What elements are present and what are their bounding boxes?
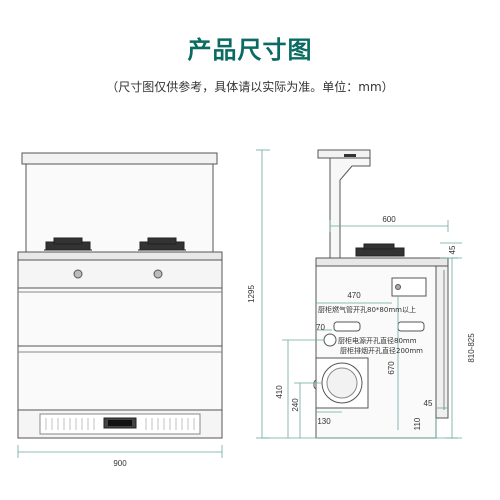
page-subtitle: （尺寸图仅供参考，具体请以实际为准。单位：mm） [106, 80, 394, 94]
smoke-hole-note: 厨柜排烟开孔直径200mm [340, 346, 423, 355]
power-socket-left [333, 321, 361, 332]
power-offset-label: 70 [316, 323, 325, 332]
range-label: 810-825 [467, 333, 476, 363]
gas-box [391, 277, 427, 297]
side-view [313, 149, 449, 439]
front-width-label: 900 [113, 459, 127, 468]
left-knob [73, 269, 83, 279]
bottom-45-label: 45 [424, 399, 433, 408]
height-410-label: 410 [275, 385, 284, 399]
depth-label: 600 [382, 215, 396, 224]
top-offset-label: 45 [448, 245, 457, 254]
left-burner [44, 237, 92, 251]
gas-hole-note: 厨柜燃气管开孔80*80mm以上 [318, 305, 416, 314]
backsplash-panel [25, 163, 214, 253]
width-130-label: 130 [317, 417, 331, 426]
side-burner [355, 243, 405, 257]
backsplash-top-bar [21, 152, 218, 165]
side-dimension-lines [262, 220, 462, 439]
power-hole-note: 厨柜电源开孔直径80mm [338, 336, 417, 345]
front-width-dimension [17, 445, 223, 458]
upper-drawer [17, 287, 223, 347]
right-knob [153, 269, 163, 279]
height-670-label: 670 [387, 361, 396, 375]
hob-top-edge [17, 251, 223, 261]
control-panel [17, 259, 223, 289]
side-front-panel [435, 265, 449, 419]
front-view [17, 152, 223, 439]
power-hole [323, 333, 337, 347]
page-title: 产品尺寸图 [187, 36, 313, 64]
right-burner [138, 237, 186, 251]
height-240-label: 240 [291, 398, 300, 412]
gas-position-label: 470 [347, 291, 361, 300]
front-height-dimension [256, 149, 270, 439]
side-hob [315, 257, 449, 267]
lower-drawer [17, 345, 223, 411]
power-socket-right [397, 321, 425, 332]
hood-profile [329, 157, 371, 259]
front-height-label: 1295 [247, 285, 256, 303]
bottom-110-label: 110 [413, 417, 422, 430]
